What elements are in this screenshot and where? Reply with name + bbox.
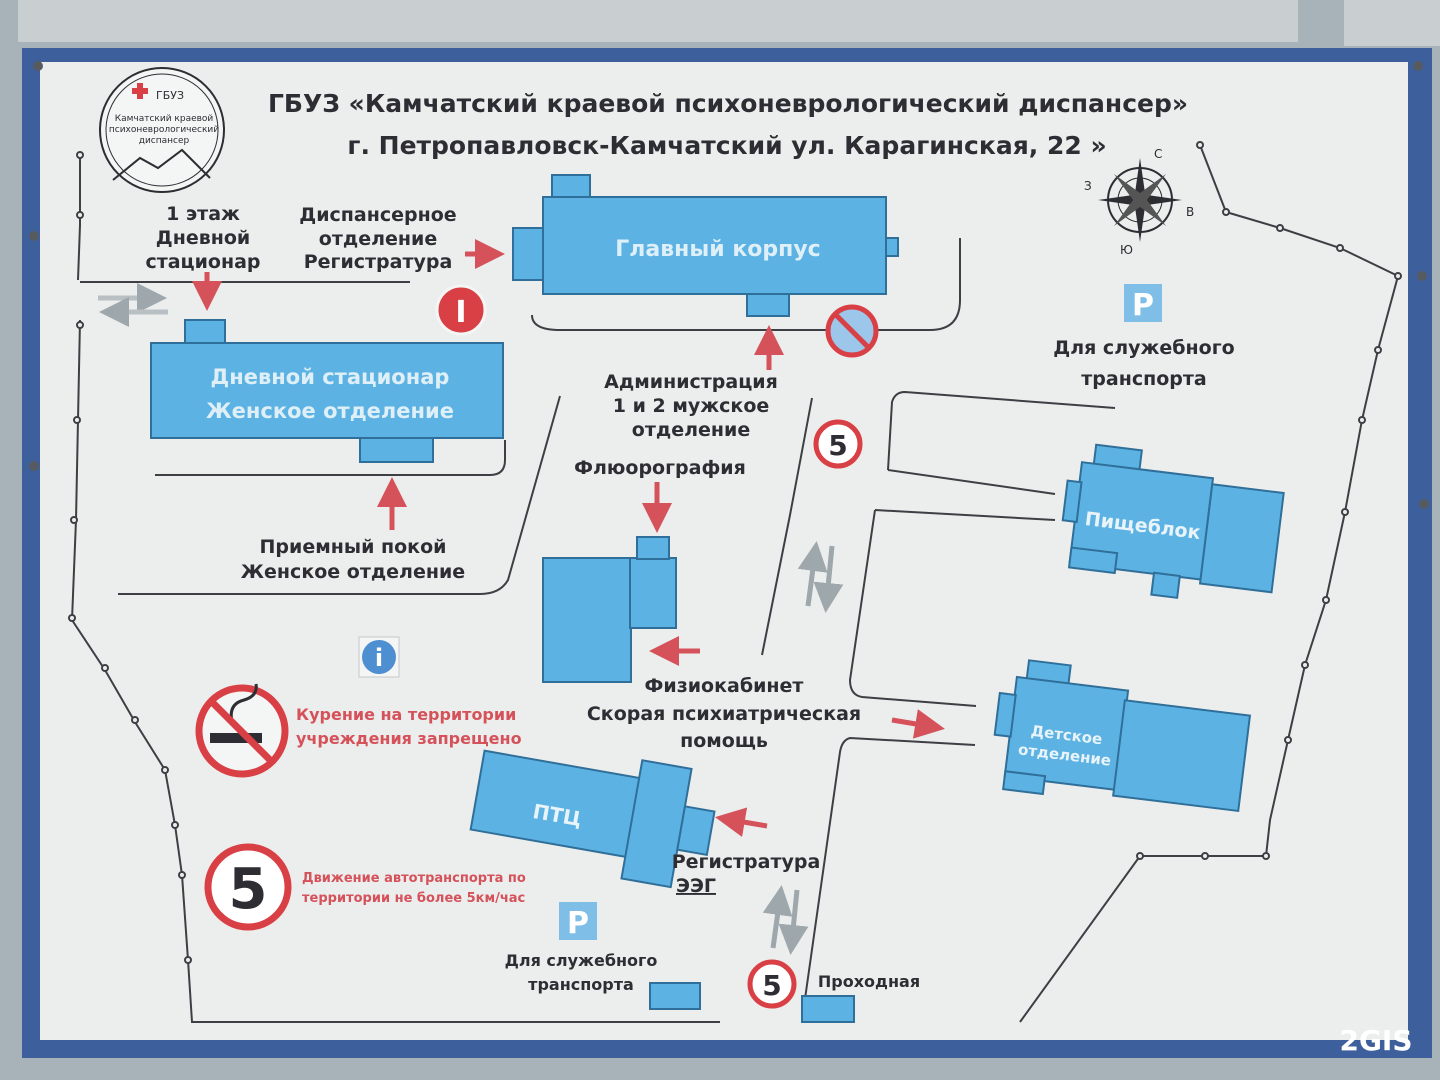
logo-abbr: ГБУЗ: [156, 89, 184, 102]
speed-text-line-1: Движение автотранспорта по: [302, 871, 526, 886]
no-smoking-icon: [195, 683, 289, 778]
speed-limit-sign-large: 5: [204, 843, 292, 931]
fence-posts: [68, 141, 1402, 964]
top-ledge: [18, 0, 1298, 42]
building-day-hospital[interactable]: [150, 319, 504, 463]
building-fluorography[interactable]: [542, 536, 677, 683]
label-floor1-1: 1 этаж: [166, 203, 240, 225]
label-registry: Регистратура: [672, 851, 821, 873]
speed-text-line-2: территории не более 5км/час: [302, 891, 525, 906]
building-day-label-1: Дневной стационар: [211, 365, 450, 389]
building-main-label: Главный корпус: [615, 237, 820, 262]
compass-s: Ю: [1120, 243, 1133, 257]
label-disp-3: Регистратура: [304, 251, 453, 273]
label-physio-3: помощь: [680, 730, 768, 752]
label-admin-2: 1 и 2 мужское: [613, 395, 770, 417]
map-labels: 1 этаж Дневной стационар Диспансерное от…: [145, 203, 1234, 897]
label-physio-1: Физиокабинет: [645, 675, 804, 697]
road-lines: [80, 238, 1116, 1021]
label-disp-2: отделение: [319, 228, 437, 250]
logo: ГБУЗ Камчатский краевой психоневрологиче…: [99, 67, 225, 193]
no-smoking-line-1: Курение на территории: [296, 705, 516, 724]
speed-text: Движение автотранспорта по территории не…: [302, 871, 526, 906]
info-mark-letter: I: [455, 295, 466, 330]
speed-value-large: 5: [229, 857, 268, 922]
label-reception-2: Женское отделение: [241, 561, 465, 583]
label-admin-1: Администрация: [604, 371, 778, 393]
header-title: ГБУЗ «Камчатский краевой психоневрологич…: [268, 89, 1188, 118]
label-parking-service-2: транспорта: [1081, 368, 1206, 390]
label-floor1-2: Дневной: [156, 227, 250, 249]
logo-name-2: психоневрологический: [109, 125, 219, 135]
watermark-logo: 2GIS: [1339, 1024, 1412, 1057]
label-checkpoint: Проходная: [818, 972, 920, 991]
building-ptc[interactable]: [467, 733, 721, 892]
header-address: г. Петропавловск-Камчатский ул. Карагинс…: [347, 131, 1106, 160]
parking-letter-top: P: [1132, 288, 1154, 323]
compass-e: В: [1186, 205, 1194, 219]
label-parking-service-1: Для служебного: [1053, 337, 1234, 359]
label-eeg: ЭЭГ: [676, 875, 716, 897]
no-smoking-text: Курение на территории учреждения запреще…: [296, 705, 522, 748]
checkpoint-building[interactable]: [801, 995, 855, 1023]
label-floor1-3: стационар: [145, 251, 260, 273]
label-parking2-2: транспорта: [528, 975, 634, 994]
compass-rose-icon: С Ю В З: [1084, 147, 1194, 257]
logo-name-3: диспансер: [139, 136, 190, 146]
info-letter: i: [375, 644, 383, 672]
compass-w: З: [1084, 179, 1092, 193]
label-physio-2: Скорая психиатрическая: [587, 703, 861, 725]
speed-value-top: 5: [828, 429, 847, 462]
building-day-label-2: Женское отделение: [206, 399, 454, 423]
label-disp-1: Диспансерное: [299, 204, 456, 226]
label-parking2-1: Для служебного: [505, 951, 658, 970]
building-children[interactable]: [988, 657, 1253, 818]
building-main[interactable]: [512, 174, 899, 317]
parking-letter-bottom: P: [567, 906, 589, 941]
direction-arrows: [192, 239, 945, 837]
label-admin-3: отделение: [632, 419, 750, 441]
speed-limit-sign-gate: 5: [747, 959, 797, 1009]
label-reception-1: Приемный покой: [260, 536, 447, 558]
top-ledge-right: [1344, 0, 1440, 46]
no-smoking-line-2: учреждения запрещено: [296, 729, 522, 748]
info-icon: i: [358, 636, 400, 678]
compass-n: С: [1154, 147, 1162, 161]
label-fluorography: Флюорография: [574, 457, 746, 479]
frame-screws: [29, 61, 1429, 509]
logo-name-1: Камчатский краевой: [115, 114, 214, 124]
parking-icon-bottom: P: [559, 902, 597, 941]
info-mark-sign: I: [435, 284, 487, 336]
two-way-arrows: [98, 283, 844, 955]
map-labels-small: Для служебного транспорта Проходная: [505, 951, 921, 994]
parking-icon: P: [1124, 284, 1162, 323]
no-entry-icon: [825, 304, 879, 358]
building-kitchen[interactable]: [1055, 442, 1287, 609]
speed-value-gate: 5: [762, 969, 781, 1002]
speed-limit-sign-top: 5: [813, 419, 863, 469]
parking-shed: [649, 982, 701, 1010]
